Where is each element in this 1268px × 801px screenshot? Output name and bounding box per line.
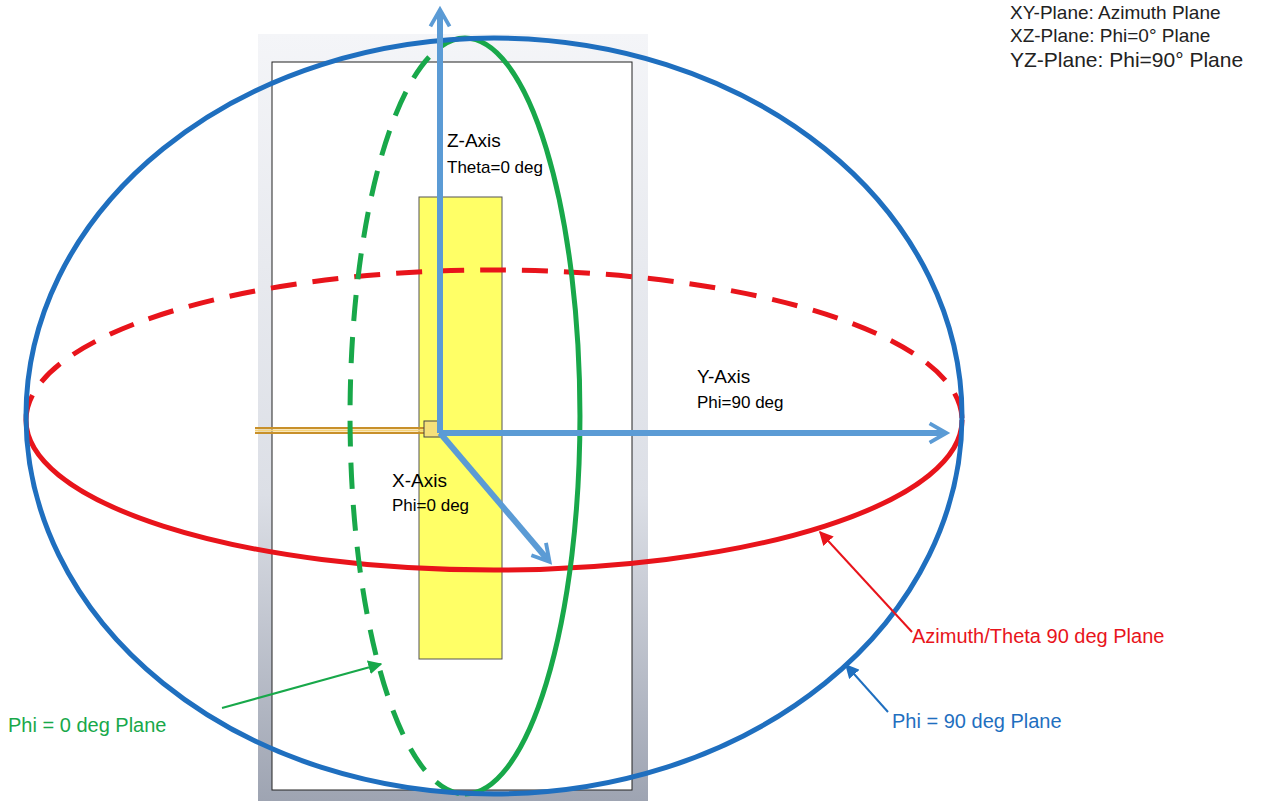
phi90-plane [26,38,962,794]
device-housing [258,34,648,801]
plane-note: XZ-Plane: Phi=0° Plane [1010,25,1210,47]
axis-angle: Phi=90 deg [697,393,784,413]
plane-note: XY-Plane: Azimuth Plane [1010,2,1221,24]
azimuth-plane-back [26,270,962,420]
axis-angle: Theta=0 deg [447,158,543,178]
axis-name: Y-Axis [697,366,750,388]
coax-cable [255,430,428,432]
plane-callout: Azimuth/Theta 90 deg Plane [912,625,1164,648]
plane-callout: Phi = 90 deg Plane [892,710,1062,733]
axis-name: Z-Axis [447,130,501,152]
axis-angle: Phi=0 deg [392,496,469,516]
plane-callout: Phi = 0 deg Plane [8,714,166,737]
leader-line [222,664,381,708]
plane-note: YZ-Plane: Phi=90° Plane [1010,48,1243,72]
coax-cable [255,432,428,434]
axis-name: X-Axis [392,470,447,492]
leader-line [846,665,888,712]
y-axis-arrow [440,430,944,436]
leader-line [820,532,912,632]
z-axis-arrow [437,12,443,433]
azimuth-plane-front [26,420,962,570]
antenna-element [419,197,502,659]
coax-cable [255,427,428,429]
